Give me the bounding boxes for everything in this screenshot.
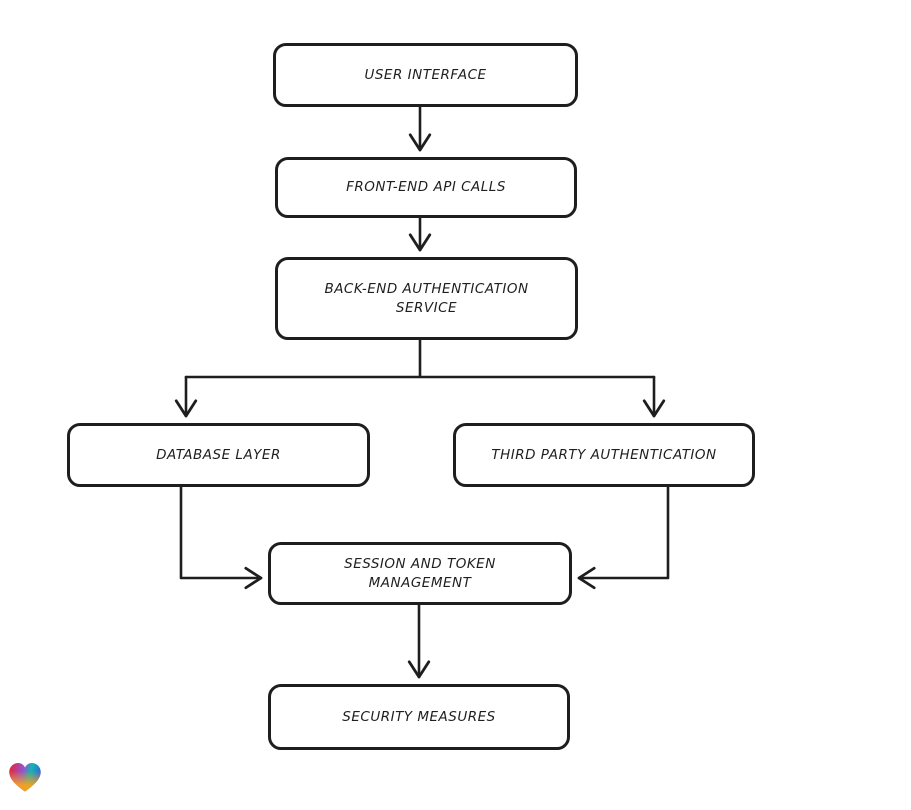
- node-label: FRONT-END API CALLS: [346, 179, 506, 196]
- node-label: BACK-END AUTHENTICATION SERVICE: [324, 281, 529, 316]
- edge-third-party-to-session: [577, 485, 670, 590]
- lovable-logo-badge[interactable]: [7, 759, 43, 795]
- node-front-end-api-calls: FRONT-END API CALLS: [275, 157, 577, 218]
- node-back-end-authentication-service: BACK-END AUTHENTICATION SERVICE: [275, 257, 578, 340]
- node-security-measures: SECURITY MEASURES: [268, 684, 570, 750]
- node-user-interface: USER INTERFACE: [273, 43, 578, 107]
- node-session-and-token-management: SESSION AND TOKEN MANAGEMENT: [268, 542, 572, 605]
- edge-database-to-session: [179, 485, 263, 590]
- node-database-layer: DATABASE LAYER: [67, 423, 370, 487]
- node-label: SECURITY MEASURES: [342, 708, 496, 725]
- edge-back-end-split: [184, 338, 656, 379]
- node-third-party-authentication: THIRD PARTY AUTHENTICATION: [453, 423, 755, 487]
- node-label: DATABASE LAYER: [156, 446, 281, 463]
- node-label: SESSION AND TOKEN MANAGEMENT: [344, 556, 496, 591]
- node-label: THIRD PARTY AUTHENTICATION: [491, 446, 717, 463]
- node-label: USER INTERFACE: [364, 66, 487, 83]
- gradient-heart-icon: [9, 762, 41, 792]
